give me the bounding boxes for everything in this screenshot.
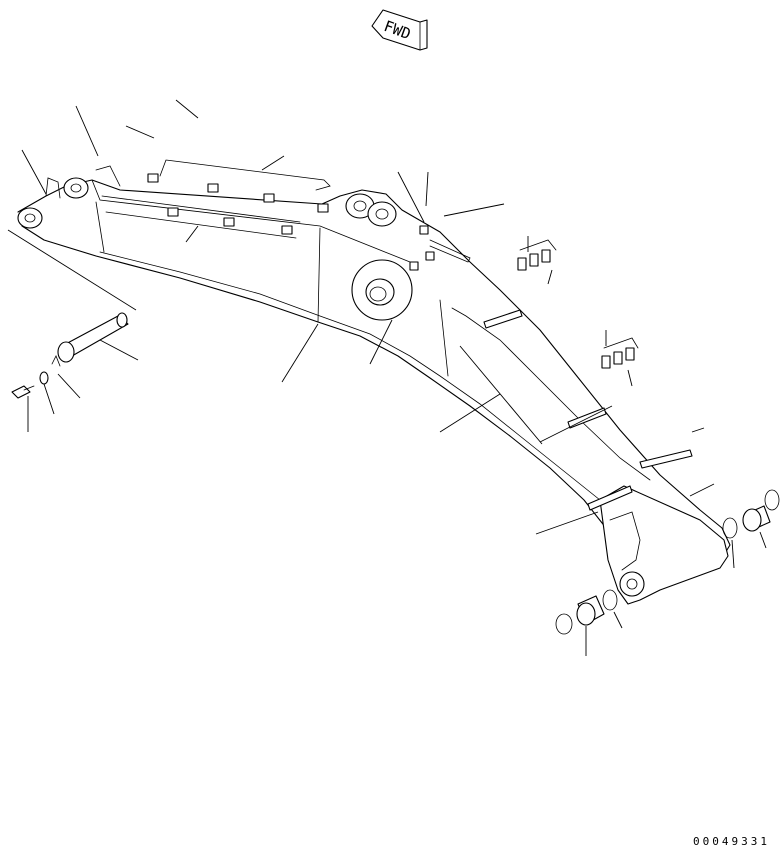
hose-clamp-row <box>101 159 331 239</box>
clamp-detail-upper <box>517 239 557 271</box>
fwd-direction-marker: FWD <box>371 9 428 51</box>
head-bushing-set-right <box>722 489 780 539</box>
head-bushing-set-left <box>555 589 618 635</box>
leader-lines <box>7 99 767 656</box>
side-clamp-assemblies <box>483 309 693 511</box>
upper-clamp-cluster <box>409 225 471 271</box>
foot-pin-assembly <box>11 312 129 399</box>
drawing-number: 00049331 <box>693 835 770 848</box>
clamp-detail-lower <box>601 337 639 369</box>
boom-body <box>17 165 731 605</box>
